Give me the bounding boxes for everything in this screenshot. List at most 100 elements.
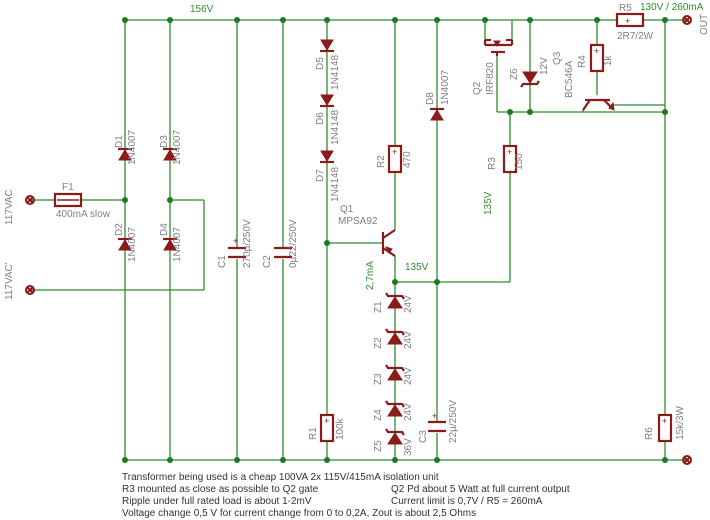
d7-name: D7 [315, 169, 326, 182]
svg-text:+: + [625, 16, 630, 26]
z4-value: 24V [403, 403, 414, 421]
capacitor-c3: + [428, 411, 446, 433]
d4-value: 1N4007 [172, 227, 183, 262]
zener-z3 [385, 364, 405, 381]
q2-value: IRF820 [485, 62, 496, 95]
net-label-source-135v: 135V [405, 262, 429, 273]
capacitor-c1: + [228, 236, 246, 259]
d6-name: D6 [315, 112, 326, 125]
z1-value: 24V [403, 295, 414, 313]
input-terminal-bottom [25, 285, 35, 295]
r1-name: R1 [308, 427, 319, 440]
junction-dots [122, 17, 668, 463]
fuse-f1 [53, 192, 83, 208]
diode-d5 [320, 39, 334, 53]
zener-z2 [385, 328, 405, 345]
net-label-156v: 156V [190, 4, 214, 15]
note-ripple: Ripple under full rated load is about 1-… [122, 496, 312, 507]
note-r3-placement: R3 mounted as close as possible to Q2 ga… [122, 484, 319, 495]
diode-d3 [163, 147, 177, 161]
capacitor-c2 [274, 246, 292, 259]
d1-value: 1N4007 [127, 130, 138, 165]
r5-name: R5 [619, 3, 632, 14]
z2-value: 24V [403, 331, 414, 349]
r3-value: 150 [514, 153, 525, 170]
transistor-q1 [381, 229, 396, 257]
output-terminal [682, 15, 692, 25]
resistor-r4: + [589, 43, 605, 73]
f1-name: F1 [62, 182, 74, 193]
note-q2-dissipation: Q2 Pd about 5 Watt at full current outpu… [391, 484, 570, 495]
d3-name: D3 [159, 135, 170, 148]
resistor-r5: + [615, 12, 645, 28]
d3-value: 1N4007 [172, 130, 183, 165]
svg-text:+: + [392, 147, 397, 157]
notes-block: Transformer being used is a cheap 100VA … [122, 472, 570, 519]
z6-value: 12V [539, 57, 550, 75]
d5-name: D5 [315, 57, 326, 70]
z3-name: Z3 [373, 373, 384, 385]
q1-value: MPSA92 [338, 216, 378, 227]
net-label-bias-current: 2,7mA [365, 261, 376, 290]
z4-name: Z4 [373, 409, 384, 421]
d2-name: D2 [114, 223, 125, 236]
diode-d1 [118, 147, 132, 161]
r2-value: 470 [402, 151, 413, 168]
z5-name: Z5 [373, 440, 384, 452]
r6-name: R6 [644, 427, 655, 440]
diode-d8 [430, 107, 444, 121]
z5-value: 36V [403, 438, 414, 456]
diode-d4 [163, 237, 177, 251]
r2-name: R2 [376, 155, 387, 168]
c2-value: 0µ22/250V [288, 219, 299, 268]
c3-value: 22µ/250V [448, 400, 459, 443]
resistor-r3: + [502, 144, 518, 174]
c1-value: 270µ/250V [242, 219, 253, 268]
svg-text:+: + [594, 46, 599, 56]
c1-name: C1 [217, 255, 228, 268]
q3-name: Q3 [552, 51, 563, 65]
net-label-out-rail: 130V / 260mA [640, 2, 704, 13]
zener-z4 [385, 400, 405, 417]
r5-value: 2R7/2W [617, 31, 654, 42]
zener-z5 [385, 428, 405, 445]
ground-terminal [682, 455, 692, 465]
d2-value: 1N4007 [127, 227, 138, 262]
z2-name: Z2 [373, 337, 384, 349]
mosfet-q2 [483, 38, 514, 56]
d6-value: 1N4148 [330, 110, 341, 145]
output-label: OUT [699, 14, 710, 35]
resistor-r6: + [657, 413, 673, 443]
r3-name: R3 [487, 157, 498, 170]
note-current-limit: Current limit is 0,7V / R5 = 260mA [391, 496, 543, 507]
resistor-r1: + [319, 413, 335, 443]
r6-value: 15k/3W [675, 406, 686, 440]
q3-value: BC546A [564, 60, 575, 98]
note-voltage-change: Voltage change 0,5 V for current change … [122, 508, 476, 519]
input-label-top: 117VAC [4, 189, 15, 225]
svg-text:+: + [507, 147, 512, 157]
net-label-gate-135v: 135V [483, 191, 494, 215]
diode-d6 [320, 94, 334, 108]
zener-z1 [385, 292, 405, 309]
z3-value: 24V [403, 367, 414, 385]
q2-name: Q2 [472, 81, 483, 95]
r4-value: 1k [603, 54, 614, 66]
q1-name: Q1 [340, 204, 354, 215]
d5-value: 1N4148 [330, 55, 341, 90]
r4-name: R4 [577, 55, 588, 68]
d4-name: D4 [159, 223, 170, 236]
zener-z6 [520, 71, 540, 88]
diode-d2 [118, 237, 132, 251]
transistor-q3 [582, 98, 615, 112]
svg-text:+: + [432, 411, 437, 421]
diode-d7 [320, 150, 334, 164]
c3-name: C3 [418, 430, 429, 443]
r1-value: 100k [335, 417, 346, 440]
svg-text:+: + [662, 416, 667, 426]
resistor-r2: + [387, 144, 403, 174]
f1-value: 400mA slow [56, 209, 111, 220]
z6-name: Z6 [509, 68, 520, 80]
svg-text:+: + [324, 416, 329, 426]
